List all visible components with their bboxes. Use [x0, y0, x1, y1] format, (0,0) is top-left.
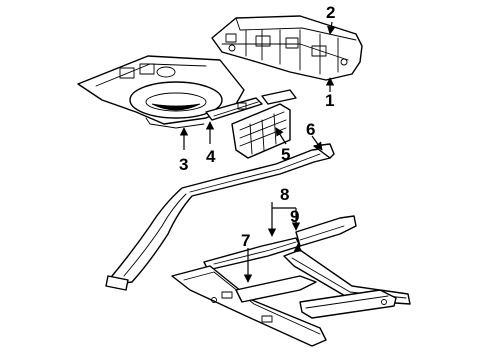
callout-9: 9 — [290, 207, 299, 226]
floor-crossmember-bracket — [205, 97, 263, 121]
leader-lines — [179, 21, 336, 283]
callout-6: 6 — [306, 120, 315, 139]
rear-frame-rail — [105, 143, 335, 291]
callout-8: 8 — [280, 185, 289, 204]
callout-3: 3 — [179, 155, 188, 174]
callout-2: 2 — [326, 3, 335, 22]
right-frame-section — [203, 215, 357, 271]
rear-panel-extension — [231, 89, 297, 159]
callout-4: 4 — [206, 147, 216, 166]
rear-body-panel — [211, 15, 363, 81]
callout-labels: 2 1 3 4 5 6 8 9 7 — [179, 3, 335, 250]
lower-frame-assembly — [171, 249, 411, 347]
callout-7: 7 — [241, 231, 250, 250]
rear-floor-pan — [77, 55, 245, 129]
callout-5: 5 — [281, 145, 290, 164]
callout-1: 1 — [325, 91, 334, 110]
